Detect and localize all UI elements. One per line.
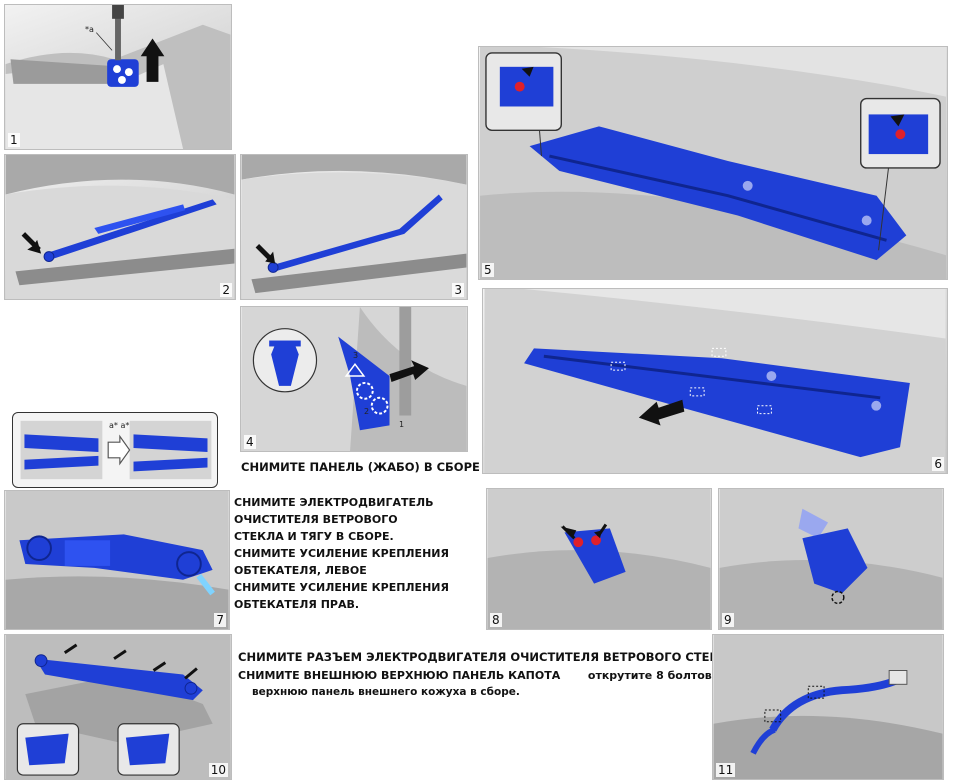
caption-motor-line: СНИМИТЕ ЭЛЕКТРОДВИГАТЕЛЬ <box>234 496 434 509</box>
caption-motor-line: СТЕКЛА И ТЯГУ В СБОРЕ. <box>234 530 394 543</box>
step-number: 11 <box>716 763 736 777</box>
step-number: 9 <box>722 613 734 627</box>
figure-step-11: 11 <box>712 634 944 780</box>
figure-step-2: 2 <box>4 154 236 300</box>
cowl-bracket-right-illustration <box>719 489 943 629</box>
caption-motor-line: СНИМИТЕ УСИЛЕНИЕ КРЕПЛЕНИЯ <box>234 581 449 594</box>
caption-connector: СНИМИТЕ РАЗЪЕМ ЭЛЕКТРОДВИГАТЕЛЯ ОЧИСТИТЕ… <box>238 650 738 664</box>
step-number: 2 <box>220 283 232 297</box>
wiper-arm-left-illustration <box>5 155 235 299</box>
cowl-panel-clips-illustration <box>480 47 946 279</box>
caption-motor-line: СНИМИТЕ УСИЛЕНИЕ КРЕПЛЕНИЯ <box>234 547 449 560</box>
step-number: 7 <box>214 613 226 627</box>
cowl-clip-illustration <box>241 307 467 451</box>
wiper-arm-nut-illustration <box>5 5 231 149</box>
marker-2: 2 <box>364 407 370 416</box>
figure-step-4: 3 2 1 4 <box>240 306 468 452</box>
caption-motor-line: ОБТЕКАТЕЛЯ, ЛЕВОЕ <box>234 564 367 577</box>
step-number: 10 <box>208 763 228 777</box>
callout-a-pair: a* a* <box>109 421 130 430</box>
figure-step-7-inset: a* a* <box>12 412 218 488</box>
figure-step-10: 10 <box>4 634 232 780</box>
wiper-motor-linkage-illustration <box>5 491 229 629</box>
cowl-panel-removal-illustration <box>484 289 946 473</box>
figure-step-9: 9 <box>718 488 944 630</box>
caption-motor-block: СНИМИТЕ ЭЛЕКТРОДВИГАТЕЛЬ ОЧИСТИТЕЛЯ ВЕТР… <box>234 494 449 613</box>
figure-step-3: 3 <box>240 154 468 300</box>
figure-step-8: 8 <box>486 488 712 630</box>
step-number: 5 <box>482 263 494 277</box>
caption-motor-line: ОБТЕКАТЕЛЯ ПРАВ. <box>234 598 360 611</box>
marker-3: 3 <box>353 351 359 360</box>
callout-a-label: *a <box>85 25 94 34</box>
caption-remove-cowl: СНИМИТЕ ПАНЕЛЬ (ЖАБО) В СБОРЕ <box>241 460 480 474</box>
cowl-bracket-left-illustration <box>487 489 711 629</box>
marker-1: 1 <box>399 420 405 429</box>
wiper-motor-connector-illustration <box>713 635 943 779</box>
caption-assembly: верхнюю панель внешнего кожуха в сборе. <box>252 686 520 698</box>
step-number: 6 <box>932 457 944 471</box>
step-number: 3 <box>452 283 464 297</box>
figure-step-7: 7 <box>4 490 230 630</box>
caption-outer-panel-text: СНИМИТЕ ВНЕШНЮЮ ВЕРХНЮЮ ПАНЕЛЬ КАПОТА <box>238 669 561 682</box>
figure-step-1: *a 1 <box>4 4 232 150</box>
caption-motor-line: ОЧИСТИТЕЛЯ ВЕТРОВОГО <box>234 513 398 526</box>
step-number: 1 <box>8 133 20 147</box>
figure-step-5: 5 <box>478 46 948 280</box>
step-number: 8 <box>490 613 502 627</box>
wiper-arm-right-illustration <box>241 155 467 299</box>
outer-upper-panel-illustration <box>5 635 231 779</box>
step-number: 4 <box>244 435 256 449</box>
figure-step-6: 6 <box>482 288 948 474</box>
caption-outer-panel: СНИМИТЕ ВНЕШНЮЮ ВЕРХНЮЮ ПАНЕЛЬ КАПОТА от… <box>238 667 779 684</box>
linkage-detail-inset <box>20 420 212 480</box>
